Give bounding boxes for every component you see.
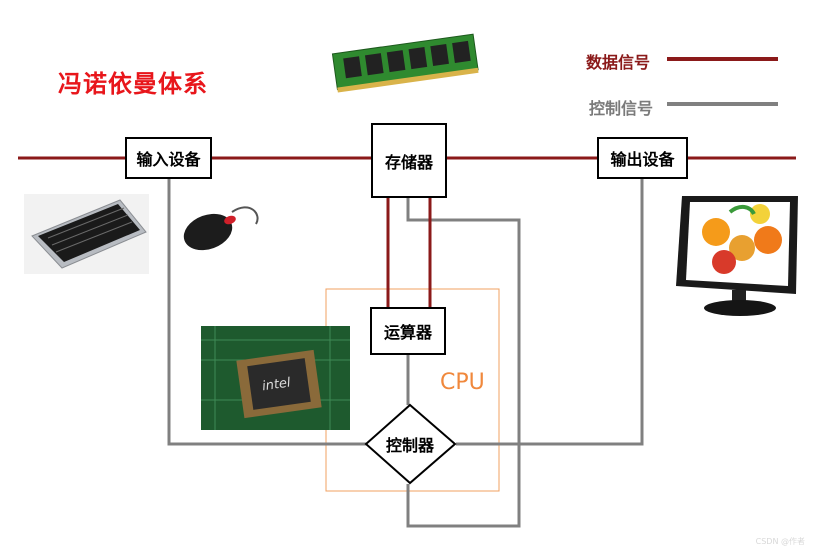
- cpu-label: CPU: [440, 370, 485, 395]
- cpu-chip: intel: [201, 326, 350, 430]
- mouse: [183, 206, 259, 251]
- monitor: [676, 196, 798, 316]
- control-line-input: [167, 178, 366, 446]
- keyboard: [24, 194, 149, 274]
- input-device-box: 输入设备: [125, 137, 212, 179]
- controller-label: 控制器: [385, 436, 434, 455]
- control-signal-lines: [167, 177, 644, 528]
- data-signal-lines: [18, 156, 796, 308]
- control-line-memory: [406, 197, 521, 528]
- svg-text:intel: intel: [261, 375, 292, 394]
- legend-control-signal-label: 控制信号: [589, 95, 653, 119]
- legend-data-signal-label: 数据信号: [586, 49, 650, 73]
- controller-diamond: [364, 403, 457, 485]
- control-line-output: [456, 177, 644, 446]
- page-title: 冯诺依曼体系: [58, 70, 208, 98]
- legend-data-signal-text: 数据信号: [586, 53, 651, 72]
- memory-box: 存储器: [371, 123, 447, 198]
- watermark: CSDN @作者: [755, 537, 805, 546]
- legend-control-signal-text: 控制信号: [589, 99, 654, 118]
- output-device-box: 输出设备: [597, 137, 688, 179]
- alu-box: 运算器: [370, 307, 446, 355]
- ram-stick: [331, 33, 479, 93]
